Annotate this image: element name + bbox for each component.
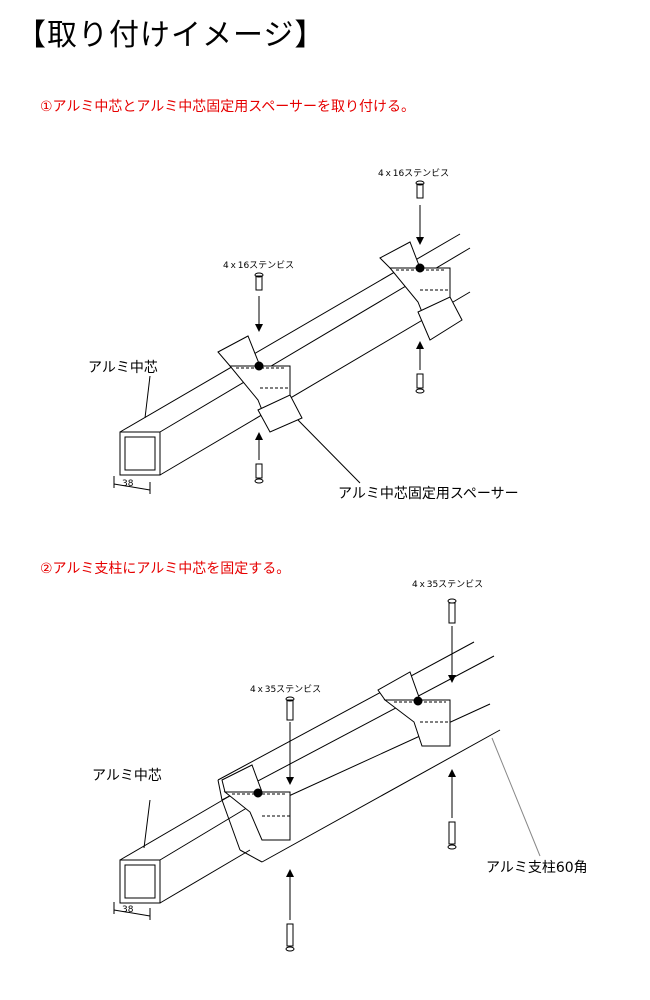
aluminum-core <box>119 789 251 904</box>
screw-label-top-left: 4ｘ16ステンビス <box>223 260 294 271</box>
post-label: アルミ支柱60角 <box>486 860 588 876</box>
step-2-instruction: ②アルミ支柱にアルミ中芯を固定する。 <box>40 561 291 577</box>
aluminum-post <box>217 641 501 863</box>
screw-bottom-left <box>285 869 295 952</box>
spacer-label: アルミ中芯固定用スペーサー <box>338 486 519 502</box>
dimension-label: 38 <box>122 905 134 915</box>
dimension-marker <box>113 902 151 920</box>
screw-bottom-left <box>254 432 264 484</box>
figure-2-diagram: 4ｘ35ステンビス 4ｘ35ステンビス アルミ中芯 アルミ支柱60角 38 <box>92 579 588 952</box>
screw-label-top-right: 4ｘ35ステンビス <box>412 579 483 590</box>
screw-top-left <box>285 696 295 785</box>
dimension-label: 38 <box>122 479 134 489</box>
screw-top-right <box>415 180 425 245</box>
screw-label-top-right: 4ｘ16ステンビス <box>378 168 449 179</box>
core-leader-line <box>144 375 151 419</box>
screw-bottom-right <box>447 769 457 850</box>
step-1-instruction: ①アルミ中芯とアルミ中芯固定用スペーサーを取り付ける。 <box>40 99 416 115</box>
core-leader-line <box>143 799 151 849</box>
screw-label-top-left: 4ｘ35ステンビス <box>250 684 321 695</box>
core-label: アルミ中芯 <box>92 768 162 784</box>
spacer-leader-line <box>297 419 361 484</box>
dimension-marker <box>113 476 151 494</box>
post-leader-line <box>491 737 541 857</box>
screw-top-right <box>447 598 457 683</box>
screw-bottom-right <box>415 341 425 394</box>
screw-top-left <box>254 272 264 332</box>
spacer-right <box>379 241 463 341</box>
spacer-left <box>217 335 303 433</box>
spacer-left <box>221 764 291 841</box>
figure-1-diagram: 4ｘ16ステンビス 4ｘ16ステンビス アルミ中芯 アルミ中芯固定用スペーサー … <box>88 168 519 502</box>
spacer-right <box>377 671 451 747</box>
page-title: 【取り付けイメージ】 <box>16 18 326 53</box>
core-label: アルミ中芯 <box>88 360 158 376</box>
